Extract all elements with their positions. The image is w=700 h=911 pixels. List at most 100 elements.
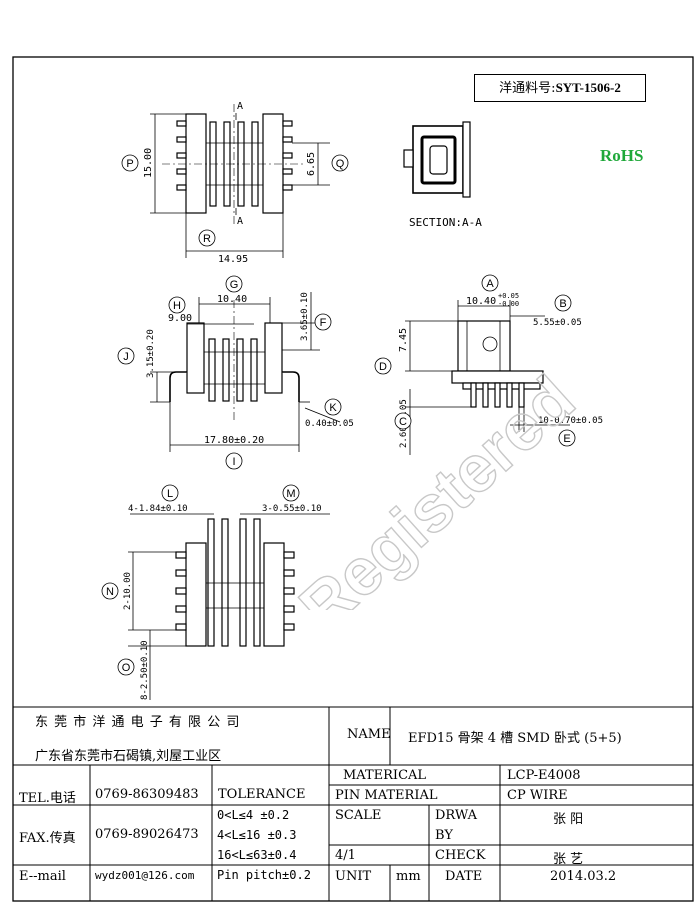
balloon-p: P (121, 154, 139, 172)
svg-text:R: R (203, 233, 211, 245)
tolerance-label: TOLERANCE (218, 787, 306, 802)
svg-text:M: M (286, 488, 295, 500)
part-number-box: 洋通料号:SYT-1506-2 (474, 74, 646, 102)
balloon-n: N (101, 582, 119, 600)
balloon-q: Q (331, 154, 349, 172)
pin-material-value: CP WIRE (507, 788, 568, 803)
dim-r-value: 14.95 (218, 254, 248, 265)
dim-l-value: 4-1.84±0.10 (128, 504, 188, 514)
company-address: 广东省东莞市石碣镇,刘屋工业区 (35, 749, 222, 764)
dim-a-tol-lower: -0.00 (498, 300, 519, 308)
tolerance-row-3: 16<L≤63±0.4 (217, 848, 297, 862)
dim-q-value: 6.65 (306, 152, 317, 176)
bottom-view (128, 513, 330, 700)
balloon-k: K (324, 398, 342, 416)
pin-material-label: PIN MATERIAL (335, 788, 438, 803)
dim-k-value: 0.40±0.05 (305, 419, 354, 429)
svg-text:G: G (230, 279, 239, 291)
dim-h-value: 9.00 (168, 313, 192, 324)
dim-o-value: 8-2.50±0.10 (140, 640, 150, 700)
balloon-h: H (168, 296, 186, 314)
title-block-grid (13, 706, 693, 901)
tolerance-row-2: 4<L≤16 ±0.3 (217, 828, 297, 842)
dim-e-value: 10-0.70±0.05 (538, 416, 603, 426)
top-view (150, 104, 330, 258)
tel-value: 0769-86309483 (95, 787, 199, 802)
balloon-a: A (481, 274, 499, 292)
balloon-o: O (117, 658, 135, 676)
unit-value: mm (396, 869, 421, 884)
svg-text:P: P (126, 158, 133, 170)
dim-a-value: 10.40 (466, 296, 496, 307)
svg-text:N: N (106, 586, 114, 598)
part-number-label: 洋通料号: (499, 81, 556, 96)
material-label: MATERICAL (343, 768, 427, 783)
unit-label: UNIT (335, 869, 372, 884)
dim-p-value: 15.00 (143, 148, 154, 178)
email-value: wydz001@126.com (95, 869, 195, 882)
svg-text:A: A (486, 278, 494, 290)
svg-text:F: F (320, 317, 327, 329)
svg-text:I: I (232, 456, 235, 468)
material-value: LCP-E4008 (507, 768, 581, 783)
date-label: DATE (445, 869, 483, 884)
check-value: 张 艺 (553, 852, 584, 867)
svg-text:D: D (379, 361, 387, 373)
balloon-f: F (314, 313, 332, 331)
dim-i-value: 17.80±0.20 (204, 435, 264, 446)
section-marker-top: A (237, 101, 243, 112)
sheet-border (12, 56, 694, 902)
rohs-mark: RoHS (600, 146, 644, 165)
scale-label: SCALE (335, 808, 382, 823)
title-block: 东 莞 市 洋 通 电 子 有 限 公 司 广东省东莞市石碣镇,刘屋工业区 NA… (13, 707, 693, 901)
section-label: SECTION:A-A (409, 216, 482, 229)
balloon-b: B (554, 294, 572, 312)
drawn-value: 张 阳 (553, 812, 584, 827)
balloon-g: G (225, 275, 243, 293)
balloon-l: L (161, 484, 179, 502)
svg-text:B: B (559, 298, 566, 310)
balloon-c: C (394, 412, 412, 430)
dim-j-value: 3.15±0.20 (146, 329, 156, 378)
svg-text:E: E (563, 433, 570, 445)
tolerance-row-1: 0<L≤4 ±0.2 (217, 808, 290, 822)
svg-text:C: C (399, 416, 407, 428)
part-number-value: SYT-1506-2 (555, 80, 621, 95)
fax-value: 0769-89026473 (95, 827, 199, 842)
balloon-j: J (117, 347, 135, 365)
section-view (403, 121, 471, 198)
dim-a-tol-upper: +0.05 (498, 292, 519, 300)
name-label: NAME (347, 727, 391, 742)
tolerance-row-4: Pin pitch±0.2 (217, 868, 311, 882)
dim-b-value: 5.55±0.05 (533, 318, 582, 328)
svg-text:L: L (167, 488, 173, 500)
dim-n-value: 2-10.00 (123, 572, 133, 610)
balloon-m: M (282, 484, 300, 502)
email-label: E--mail (19, 869, 66, 884)
dim-d-value: 7.45 (398, 328, 409, 352)
fax-label: FAX.传真 (19, 831, 76, 846)
svg-text:H: H (173, 300, 181, 312)
svg-text:J: J (123, 351, 129, 363)
date-value: 2014.03.2 (550, 869, 617, 884)
balloon-d: D (374, 357, 392, 375)
name-value: EFD15 骨架 4 槽 SMD 卧式 (5+5) (408, 731, 622, 746)
dim-m-value: 3-0.55±0.10 (262, 504, 322, 514)
drawn-label-2: BY (435, 828, 453, 843)
balloon-i: I (225, 452, 243, 470)
scale-value: 4/1 (335, 848, 356, 863)
svg-text:O: O (122, 662, 131, 674)
front-view (150, 292, 341, 452)
drawn-label-1: DRWA (435, 808, 478, 823)
dim-g-value: 10.40 (217, 294, 247, 305)
balloon-r: R (198, 229, 216, 247)
check-label: CHECK (435, 848, 486, 863)
svg-text:K: K (329, 402, 337, 414)
dim-f-value: 3.65±0.10 (300, 292, 310, 341)
side-view (405, 300, 570, 455)
section-marker-bottom: A (237, 216, 243, 227)
balloon-e: E (558, 429, 576, 447)
company-name: 东 莞 市 洋 通 电 子 有 限 公 司 (35, 715, 241, 730)
tel-label: TEL.电话 (19, 791, 76, 806)
